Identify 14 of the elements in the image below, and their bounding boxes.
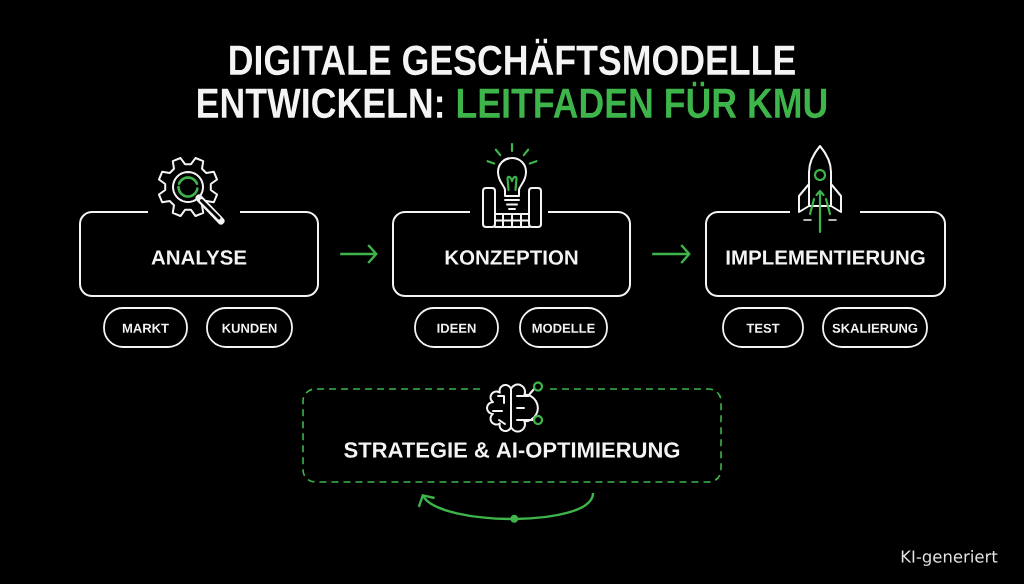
process-box: IMPLEMENTIERUNG [705, 211, 946, 297]
dashed-box: STRATEGIE & AI-OPTIMIERUNG [302, 388, 722, 483]
note: KI-generiert [901, 550, 998, 566]
tag-pill: SKALIERUNG [822, 307, 928, 348]
arrow [340, 244, 378, 264]
process-box: ANALYSE [79, 211, 319, 297]
tag-pill: IDEEN [414, 307, 499, 348]
tag-pill: MARKT [103, 307, 188, 348]
tag-pill: KUNDEN [206, 307, 293, 348]
title: DIGITALE GESCHÄFTSMODELLE ENTWICKELN: LEITFADEN FÜR KMU [198, 38, 827, 119]
arrow [652, 244, 691, 264]
tag-pill: TEST [722, 307, 804, 348]
tag-pill: MODELLE [519, 307, 608, 348]
process-box: KONZEPTION [392, 211, 631, 297]
